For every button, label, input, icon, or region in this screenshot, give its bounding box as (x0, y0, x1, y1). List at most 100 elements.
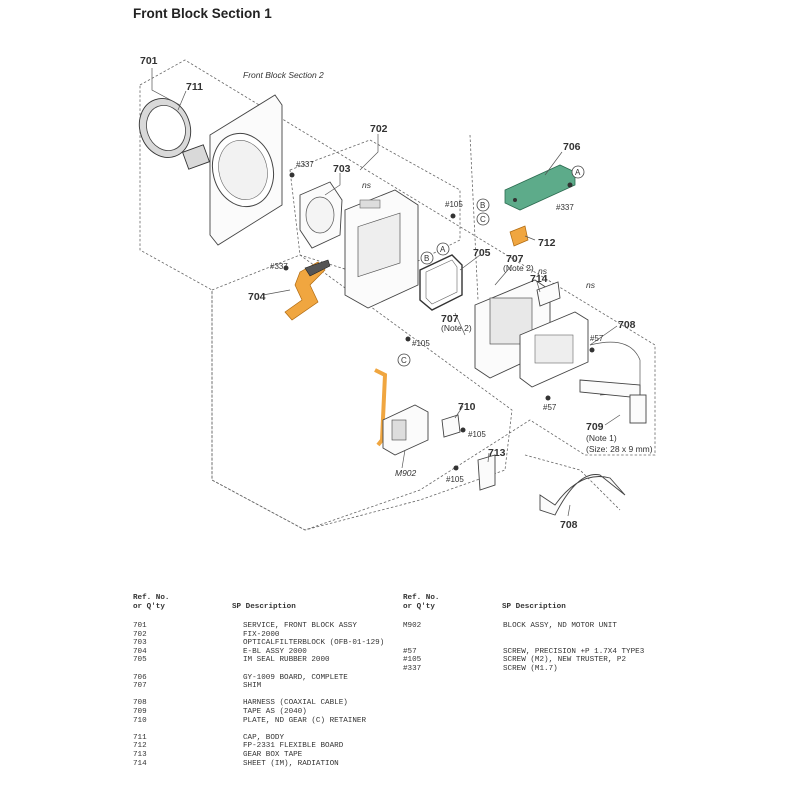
callout-709: 709 (586, 421, 604, 433)
ns-note: ns (362, 180, 372, 190)
callout-707-bottom: 707 (441, 313, 459, 325)
screw-label-57: #57 (590, 334, 604, 343)
screw-label-105: #105 (468, 430, 486, 439)
callout-m902: M902 (395, 468, 417, 478)
ref-no: #57 (403, 647, 417, 656)
svg-text:B: B (480, 201, 485, 210)
callout-708-lower: 708 (560, 519, 578, 531)
ref-no: 709 (133, 708, 147, 716)
left-table-header: Ref. No. or Q'ty (133, 594, 169, 611)
assembly-boundary-701 (139, 59, 656, 531)
ref-no: 707 (133, 682, 147, 691)
ref-no: 713 (133, 751, 147, 759)
nd-gear-plate-710 (441, 414, 461, 438)
part-description: IM SEAL RUBBER 2000 (243, 656, 330, 665)
gear-box-tape-713 (477, 454, 496, 491)
header-desc: SP Description (232, 603, 296, 611)
part-description: E-BL ASSY 2000 (243, 647, 307, 656)
header-qty: or Q'ty (403, 602, 435, 611)
callout-711: 711 (186, 81, 203, 93)
header-ref: Ref. No. (133, 594, 170, 602)
callout-702: 702 (370, 123, 388, 135)
part-description: SHIM (243, 682, 262, 691)
part-description: BLOCK ASSY, ND MOTOR UNIT (503, 622, 617, 630)
front-block-frame (182, 94, 283, 246)
svg-text:A: A (440, 245, 446, 254)
svg-text:A: A (575, 168, 581, 177)
screw-label-337: #337 (270, 262, 288, 271)
ref-no: 702 (133, 630, 147, 639)
part-description: SCREW, PRECISION +P 1.7X4 TYPE3 (503, 647, 645, 656)
svg-text:C: C (401, 356, 407, 365)
callout-701: 701 (140, 55, 158, 67)
callout-703: 703 (333, 163, 351, 175)
part-description: GEAR BOX TAPE (243, 751, 303, 759)
svg-text:C: C (480, 215, 486, 224)
harness-708-upper (589, 341, 641, 396)
exploded-diagram: A A B B C C 701 711 (138, 55, 656, 531)
callout-713: 713 (488, 447, 506, 459)
right-table-header: Ref. No. or Q'ty (403, 594, 439, 611)
screw-label-105: #105 (446, 475, 464, 484)
marker-a-icon: A A (436, 165, 585, 256)
header-ref: Ref. No. (403, 594, 440, 602)
callout-714: 714 (530, 273, 548, 285)
body-cap-711 (138, 98, 192, 158)
page-title: Front Block Section 1 (133, 6, 272, 21)
ref-no: 701 (133, 622, 147, 630)
part-description: HARNESS (COAXIAL CABLE) (243, 699, 348, 708)
fix-plate-702 (344, 189, 419, 309)
radiation-sheet-714 (536, 281, 561, 307)
callout-707-top: 707 (506, 253, 524, 265)
part-description: FP-2331 FLEXIBLE BOARD (243, 742, 344, 751)
ref-no: 703 (133, 639, 147, 648)
screw-label-337: #337 (296, 160, 314, 169)
nd-motor-unit-m902 (374, 368, 429, 456)
callout-710: 710 (458, 401, 476, 413)
ref-no: #105 (403, 656, 422, 665)
ref-no: 706 (133, 673, 147, 682)
ref-no: #337 (403, 665, 422, 673)
ref-no: 705 (133, 656, 147, 665)
ns-note: ns (586, 280, 596, 290)
im-sensor-assy (474, 279, 589, 388)
callout-708-upper: 708 (618, 319, 636, 331)
screw-label-105: #105 (445, 200, 463, 209)
harness-708-lower (539, 474, 626, 516)
im-seal-rubber-705 (419, 254, 463, 311)
guide-line (524, 454, 621, 511)
ref-no: 714 (133, 759, 147, 768)
size-note: (Size: 28 x 9 mm) (586, 444, 653, 454)
callout-706: 706 (563, 141, 581, 153)
note-2-bottom: (Note 2) (441, 323, 472, 333)
screw-label-57: #57 (543, 403, 557, 412)
tape-709 (629, 394, 647, 424)
part-description: GY-1009 BOARD, COMPLETE (243, 673, 348, 682)
note-2-top: (Note 2) (503, 263, 534, 273)
ref-no: 708 (133, 699, 147, 708)
ref-no: 711 (133, 733, 147, 742)
part-description: OPTICALFILTERBLOCK (OFB-01-129) (243, 639, 385, 648)
header-desc: SP Description (502, 603, 566, 611)
flex-board-712 (509, 225, 529, 247)
part-description: SERVICE, FRONT BLOCK ASSY (243, 622, 357, 630)
part-description: SCREW (M2), NEW TRUSTER, P2 (503, 656, 627, 665)
gy-1009-board-706 (504, 164, 576, 211)
ref-no: M902 (403, 622, 422, 630)
callout-704: 704 (248, 291, 266, 303)
ns-note: ns (538, 266, 548, 276)
note-1: (Note 1) (586, 433, 617, 443)
marker-b-icon: B B (420, 198, 490, 265)
ref-no: 710 (133, 716, 147, 725)
guide-line (469, 134, 479, 301)
part-description: TAPE AS (2040) (243, 708, 307, 716)
part-description: FIX-2000 (243, 630, 280, 639)
screw-label-105: #105 (412, 339, 430, 348)
part-description: SCREW (M1.7) (503, 665, 558, 673)
part-description: PLATE, ND GEAR (C) RETAINER (243, 716, 367, 725)
marker-c-icon: C C (397, 212, 490, 367)
svg-text:B: B (424, 254, 429, 263)
part-description: CAP, BODY (243, 733, 285, 742)
part-description: SHEET (IM), RADIATION (243, 759, 339, 768)
screw-icon (283, 172, 595, 471)
